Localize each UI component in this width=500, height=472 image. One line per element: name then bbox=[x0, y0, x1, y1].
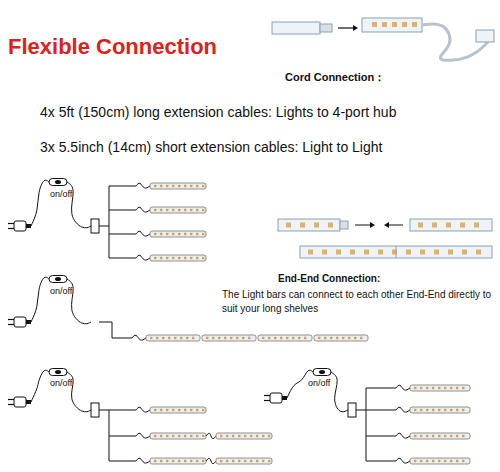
cable bbox=[356, 410, 366, 411]
light-bar bbox=[150, 458, 206, 464]
on-off-switch bbox=[313, 369, 331, 376]
light-bar bbox=[150, 407, 206, 413]
light-bar bbox=[150, 183, 206, 189]
cable bbox=[99, 322, 132, 338]
cable bbox=[366, 388, 396, 389]
cable bbox=[67, 182, 91, 228]
cable bbox=[109, 234, 136, 235]
power-plug bbox=[8, 397, 31, 407]
cable bbox=[132, 335, 146, 340]
cable bbox=[109, 258, 136, 259]
light-bar bbox=[410, 385, 470, 391]
note: The Light bars can connect to each other… bbox=[222, 288, 494, 316]
cable bbox=[366, 436, 396, 437]
light-bar bbox=[410, 433, 470, 439]
cable bbox=[99, 226, 109, 227]
switch-label: on/off bbox=[50, 378, 72, 388]
cable bbox=[31, 180, 49, 226]
cable bbox=[366, 388, 367, 461]
cable bbox=[67, 279, 91, 324]
power-plug bbox=[264, 393, 287, 403]
cable bbox=[136, 207, 150, 212]
cable bbox=[109, 436, 136, 437]
cable bbox=[31, 370, 49, 402]
cable bbox=[136, 458, 150, 463]
cable bbox=[366, 461, 396, 462]
end-end-illustration bbox=[278, 219, 492, 258]
switch-label: on/off bbox=[50, 286, 72, 296]
spec-line: 4x 5ft (150cm) long extension cables: Li… bbox=[40, 104, 396, 120]
switch-label: on/off bbox=[308, 378, 330, 388]
cable bbox=[206, 433, 216, 438]
cable bbox=[31, 277, 49, 322]
light-bar bbox=[258, 335, 312, 341]
cable bbox=[109, 186, 110, 258]
cable bbox=[206, 458, 216, 463]
four-port-hub bbox=[91, 403, 99, 417]
light-bar bbox=[150, 255, 206, 261]
light-bar bbox=[410, 458, 470, 464]
switch-label: on/off bbox=[50, 189, 72, 199]
cable bbox=[109, 186, 136, 187]
cable bbox=[99, 410, 109, 411]
cable bbox=[136, 407, 150, 412]
light-bar bbox=[150, 231, 206, 237]
light-bar bbox=[410, 407, 470, 413]
on-off-switch bbox=[49, 179, 67, 186]
cable bbox=[396, 385, 410, 390]
power-plug bbox=[8, 317, 31, 327]
cable bbox=[396, 407, 410, 412]
cable bbox=[396, 433, 410, 438]
on-off-switch bbox=[49, 369, 67, 376]
title: Flexible Connection bbox=[8, 34, 217, 60]
cable bbox=[136, 433, 150, 438]
cable bbox=[136, 231, 150, 236]
cable bbox=[109, 210, 136, 211]
light-bar bbox=[150, 433, 206, 439]
cable bbox=[136, 183, 150, 188]
light-bar bbox=[216, 433, 272, 439]
cord-heading: Cord Connection： bbox=[285, 70, 385, 85]
light-bar bbox=[216, 458, 272, 464]
four-port-hub bbox=[91, 219, 99, 233]
four-port-hub bbox=[348, 403, 356, 417]
on-off-switch bbox=[49, 276, 67, 283]
cable bbox=[67, 372, 91, 412]
cord-illustration bbox=[272, 18, 494, 60]
end-end-heading: End-End Connection: bbox=[278, 273, 380, 284]
cable bbox=[331, 372, 348, 412]
light-bar bbox=[314, 335, 368, 341]
power-plug bbox=[8, 221, 31, 231]
cable bbox=[109, 461, 136, 462]
light-bar bbox=[150, 207, 206, 213]
spec-line: 3x 5.5inch (14cm) short extension cables… bbox=[40, 139, 382, 155]
cable bbox=[136, 255, 150, 260]
light-bar bbox=[202, 335, 256, 341]
light-bar bbox=[146, 335, 200, 341]
cable bbox=[109, 410, 136, 411]
cable bbox=[366, 410, 396, 411]
cable bbox=[396, 458, 410, 463]
